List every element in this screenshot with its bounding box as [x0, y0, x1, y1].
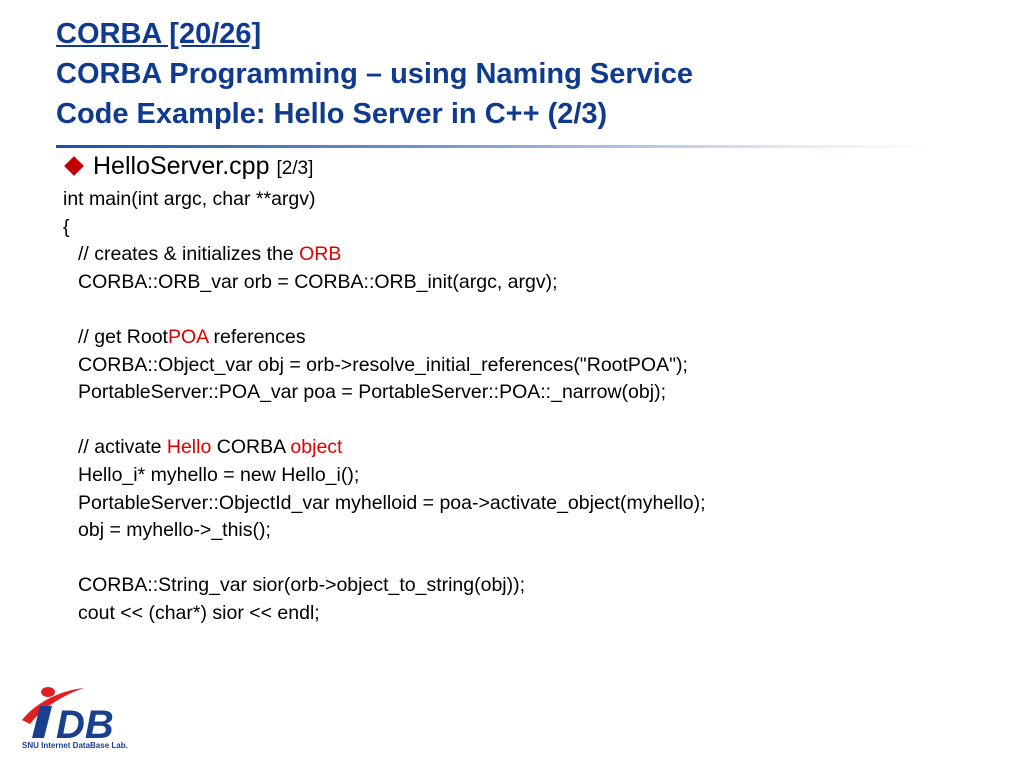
code-highlight: ORB — [299, 243, 342, 266]
code-line-1: int main(int argc, char **argv) — [63, 188, 316, 210]
logo-caption: SNU Internet DataBase Lab. — [22, 741, 128, 750]
svg-text:DB: DB — [56, 703, 114, 747]
title-divider — [56, 145, 936, 148]
code-line-13: obj = myhello->_this(); — [78, 519, 271, 542]
diamond-bullet-icon — [64, 155, 84, 176]
code-highlight: POA — [167, 325, 209, 348]
code-block: int main(int argc, char **argv) { // cre… — [63, 186, 983, 628]
code-line-7: CORBA::Object_var obj = orb->resolve_ini… — [78, 353, 688, 376]
code-line-3: // creates & initializes the ORB — [63, 241, 983, 269]
code-highlight: object — [290, 436, 343, 459]
title-line-1: CORBA [20/26] — [56, 18, 262, 50]
code-line-10: // activate Hello CORBA object — [63, 434, 983, 462]
bullet-filename: HelloServer.cpp — [93, 152, 270, 180]
slide-title: CORBA [20/26] CORBA Programming – using … — [56, 14, 996, 134]
code-comment: // activate — [78, 436, 167, 459]
code-blank-line — [63, 296, 983, 324]
bullet-item: HelloServer.cpp [2/3] — [63, 150, 983, 185]
code-line-15: CORBA::String_var sior(orb->object_to_st… — [78, 574, 526, 597]
bullet-part: [2/3] — [276, 158, 314, 179]
code-line-4: CORBA::ORB_var orb = CORBA::ORB_init(arg… — [78, 270, 558, 293]
code-blank-line — [63, 407, 983, 435]
slide-body: HelloServer.cpp [2/3] int main(int argc,… — [63, 150, 983, 628]
code-blank-line — [63, 545, 983, 573]
code-comment: // get Root — [78, 325, 168, 348]
code-comment: CORBA — [211, 436, 291, 459]
code-line-2: { — [63, 215, 70, 238]
code-line-8: PortableServer::POA_var poa = PortableSe… — [78, 381, 666, 404]
code-line-16: cout << (char*) sior << endl; — [78, 601, 320, 624]
code-comment: // creates & initializes the — [78, 243, 300, 266]
code-line-11: Hello_i* myhello = new Hello_i(); — [78, 463, 360, 486]
code-line-6: // get RootPOA references — [63, 324, 983, 352]
title-line-3: Code Example: Hello Server in C++ (2/3) — [56, 98, 608, 130]
code-line-12: PortableServer::ObjectId_var myhelloid =… — [78, 491, 706, 514]
code-highlight: Hello — [166, 436, 212, 459]
idb-logo-icon: DB — [22, 687, 114, 747]
code-comment: references — [208, 325, 306, 348]
title-line-2: CORBA Programming – using Naming Service — [56, 58, 694, 90]
